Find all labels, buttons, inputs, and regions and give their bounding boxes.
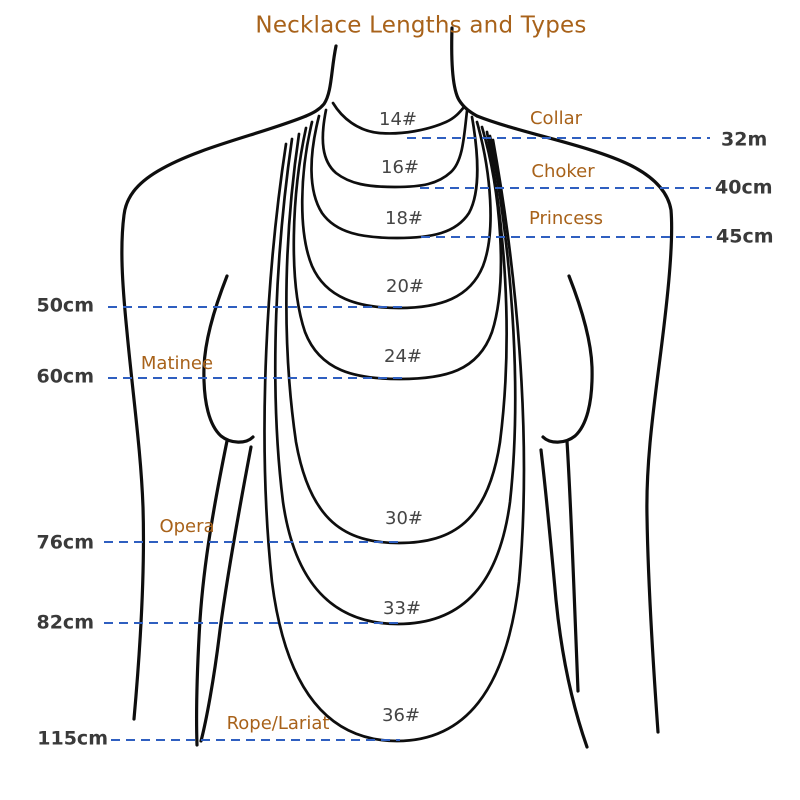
size-label-16: 16# [381, 157, 419, 178]
necklace-16-strand [321, 108, 469, 189]
figure-neck-right-line [450, 26, 479, 118]
measurement-115cm: 115cm [37, 727, 108, 750]
measurement-82cm: 82cm [36, 611, 94, 634]
type-label-rope-lariat: Rope/Lariat [226, 713, 330, 734]
size-label-14: 14# [379, 109, 417, 130]
figure-waist-right-line [539, 448, 589, 749]
measurement-40cm: 40cm [715, 176, 773, 199]
figure-shoulder-arm-left-line [120, 114, 308, 721]
figure-neck-left-line [304, 44, 338, 118]
type-label-matinee: Matinee [140, 353, 214, 374]
measurement-45cm: 45cm [716, 225, 774, 248]
figure-shoulder-arm-right-line [475, 114, 674, 734]
size-label-18: 18# [385, 208, 423, 229]
measurement-76cm: 76cm [36, 531, 94, 554]
necklace-14-strand [331, 101, 466, 135]
measurement-32m: 32m [721, 128, 768, 151]
type-label-princess: Princess [528, 208, 604, 229]
size-label-36: 36# [382, 705, 420, 726]
measurement-60cm: 60cm [36, 365, 94, 388]
figure-waist-left-line [199, 445, 253, 743]
type-label-collar: Collar [529, 108, 583, 129]
measurement-50cm: 50cm [36, 294, 94, 317]
size-label-24: 24# [384, 346, 422, 367]
size-label-33: 33# [383, 598, 421, 619]
size-label-30: 30# [385, 508, 423, 529]
figure-inner-arm-right-line [565, 439, 580, 693]
type-label-choker: Choker [531, 161, 595, 182]
size-label-20: 20# [386, 276, 424, 297]
page-title: Necklace Lengths and Types [255, 12, 587, 39]
figure-breast-right-line [541, 274, 594, 444]
type-label-opera: Opera [159, 516, 215, 537]
figure-inner-arm-left-line [195, 439, 229, 747]
necklace-30-strand [285, 130, 508, 545]
necklace-18-strand [310, 114, 479, 240]
figure-breast-left-line [202, 274, 255, 444]
